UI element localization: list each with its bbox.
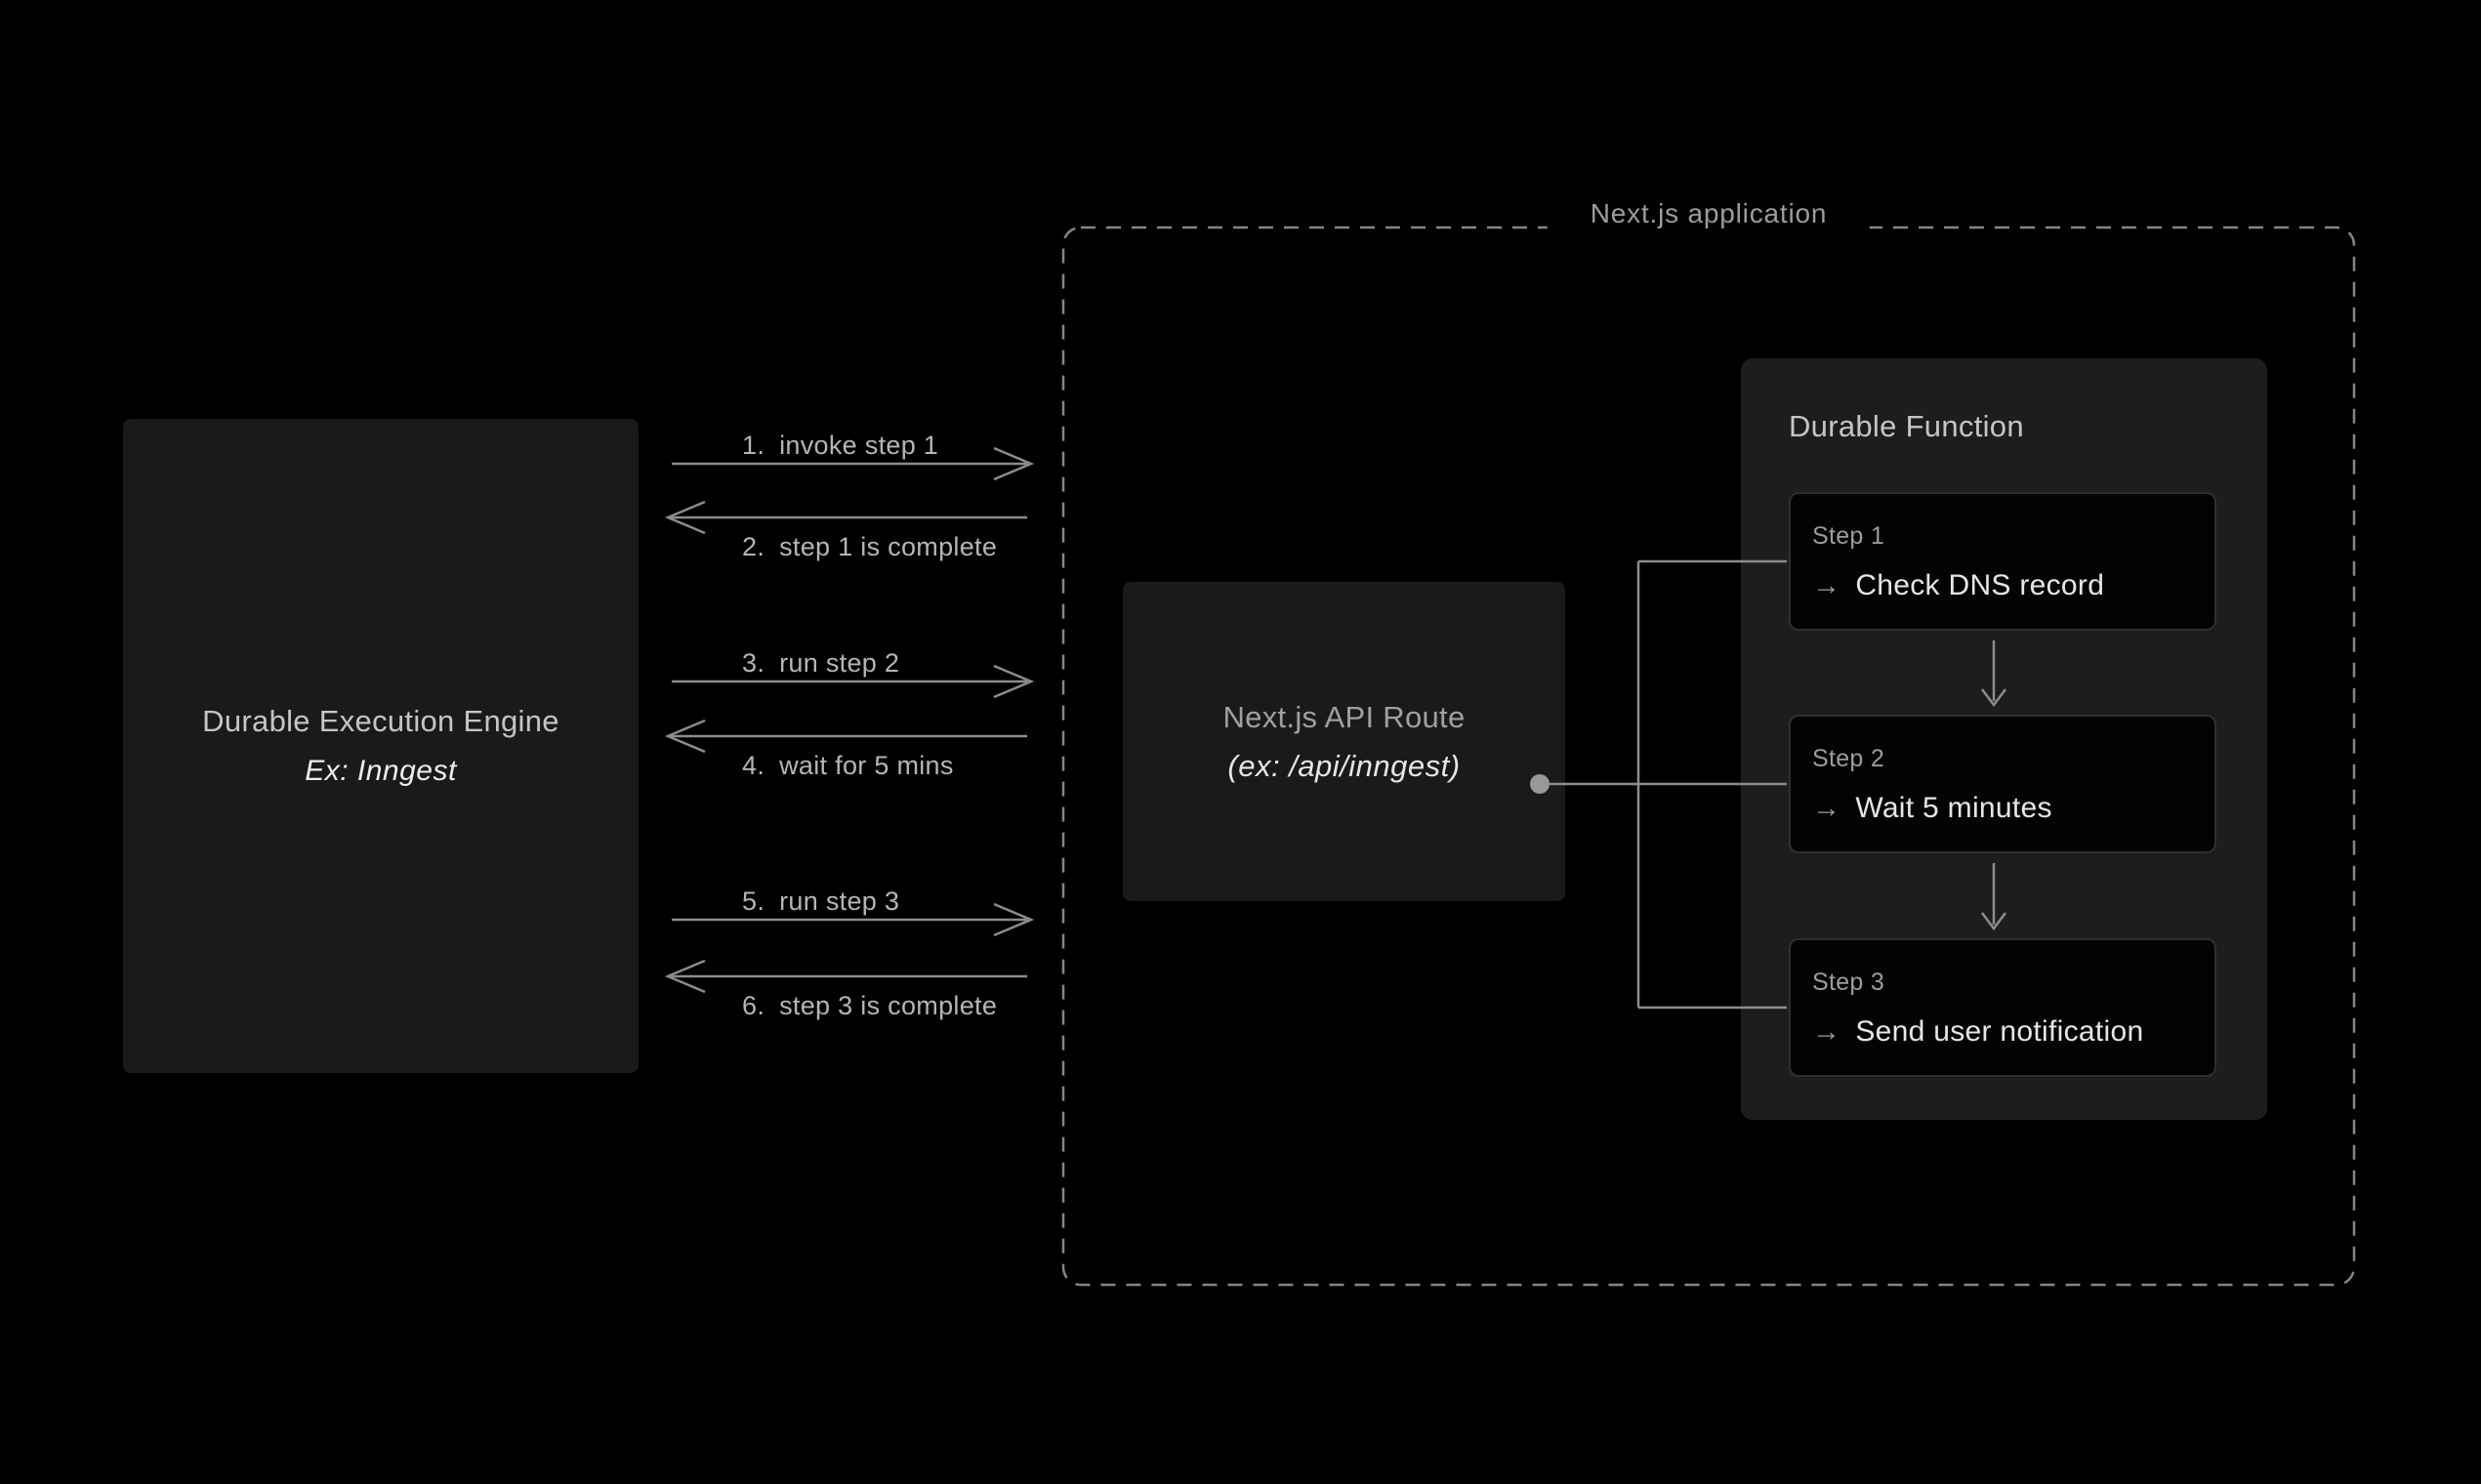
message-number: 1. [742,431,765,460]
durable-execution-engine-node: Durable Execution Engine Ex: Inngest [123,419,639,1073]
message-label-2: 2. step 1 is complete [742,530,997,563]
durable-function-title: Durable Function [1789,409,2024,443]
message-number: 5. [742,886,765,916]
durable-function-panel: Durable Function Step 1 → Check DNS reco… [1741,358,2267,1120]
step-3-action-text: Send user notification [1855,1015,2144,1048]
message-number: 2. [742,532,765,561]
nextjs-api-route-node: Next.js API Route (ex: /api/inngest) [1123,582,1565,901]
message-number: 3. [742,648,765,678]
message-label-4: 4. wait for 5 mins [742,749,954,782]
engine-subtitle: Ex: Inngest [305,755,457,787]
api-route-subtitle: (ex: /api/inngest) [1227,748,1461,783]
message-label-1: 1. invoke step 1 [742,429,938,462]
step-2-action: → Wait 5 minutes [1812,791,2197,826]
step-1-action-text: Check DNS record [1855,569,2105,601]
step-3-label: Step 3 [1812,969,1885,996]
message-label-6: 6. step 3 is complete [742,989,997,1022]
message-label-3: 3. run step 2 [742,646,899,680]
message-arrow-2 [664,500,1027,535]
message-text: run step 2 [779,648,900,678]
message-arrow-4 [664,719,1027,754]
nextjs-application-label: Next.js application [1547,191,1871,236]
step-1-action: → Check DNS record [1812,568,2197,603]
message-text: step 1 is complete [779,532,998,561]
step-2-node: Step 2 → Wait 5 minutes [1789,715,2216,853]
engine-title: Durable Execution Engine [202,704,559,738]
message-number: 6. [742,991,765,1020]
step-3-node: Step 3 → Send user notification [1789,938,2216,1077]
message-text: wait for 5 mins [779,751,954,780]
step-1-node: Step 1 → Check DNS record [1789,492,2216,631]
step-2-label: Step 2 [1812,745,1885,772]
message-number: 4. [742,751,765,780]
message-text: invoke step 1 [779,431,939,460]
message-label-5: 5. run step 3 [742,885,899,918]
step-3-action: → Send user notification [1812,1014,2197,1050]
message-text: run step 3 [779,886,900,916]
api-route-title: Next.js API Route [1222,699,1466,734]
arrow-right-icon: → [1812,570,1841,601]
step-1-label: Step 1 [1812,522,1885,550]
message-arrow-6 [664,959,1027,994]
message-text: step 3 is complete [779,991,998,1020]
step-2-action-text: Wait 5 minutes [1855,792,2052,824]
arrow-right-icon: → [1812,793,1841,824]
arrow-right-icon: → [1812,1016,1841,1048]
